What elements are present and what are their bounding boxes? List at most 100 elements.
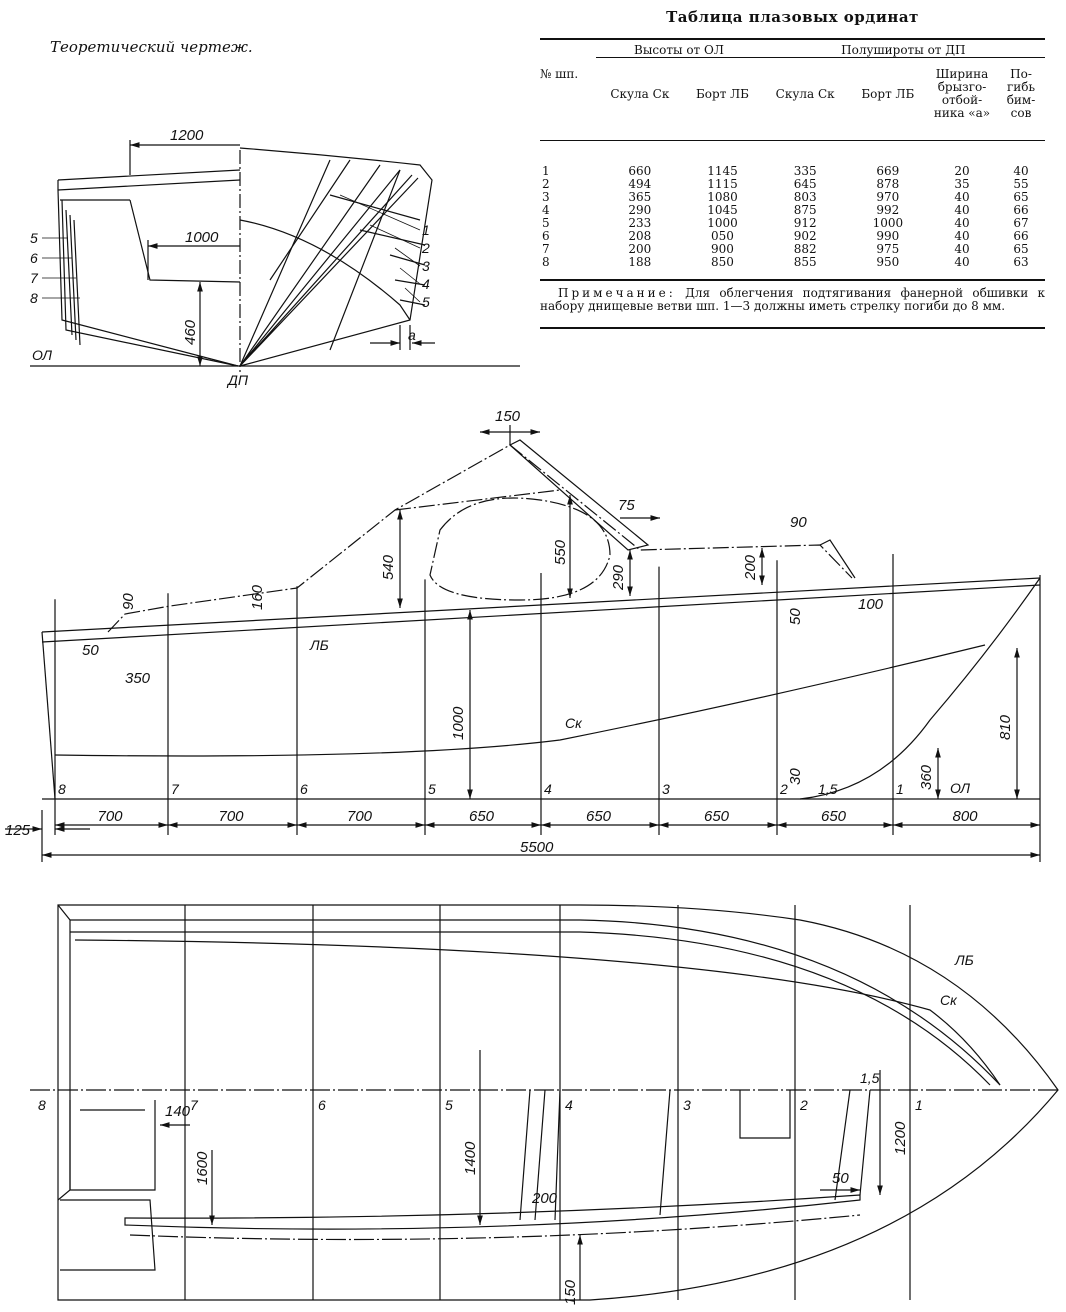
offsets-table-block: Таблица плазовых ординат Высоты от ОЛ По… <box>540 8 1045 329</box>
table-cell: 4 <box>542 203 550 217</box>
label-lb: ЛБ <box>954 952 974 968</box>
spacing-label: 700 <box>219 808 245 825</box>
station-label: 3 <box>683 1097 691 1113</box>
label-dp: ДП <box>226 372 249 388</box>
table-cell: 290 <box>628 203 652 217</box>
label-lb: ЛБ <box>309 637 329 653</box>
dim-1600: 1600 <box>194 1151 211 1185</box>
table-cell: 855 <box>793 255 817 269</box>
table-cell: 1115 <box>707 177 738 191</box>
table-cell: 188 <box>628 255 652 269</box>
table-cell: 66 <box>1013 203 1029 217</box>
table-cell: 7 <box>542 242 550 256</box>
table-cell: 1 <box>540 140 597 178</box>
table-cell: 20 <box>927 140 997 178</box>
station-label: 4 <box>422 276 430 292</box>
dim-75: 75 <box>618 497 635 514</box>
dim-total-length: 5500 <box>520 839 554 856</box>
dim-1400: 1400 <box>462 1141 479 1175</box>
col-header: Ширина брызго-отбой-ника «а» <box>933 67 991 120</box>
table-cell: 1145 <box>683 140 762 178</box>
table-cell: 365 <box>628 190 652 204</box>
spacing-label: 700 <box>347 808 373 825</box>
station-label: 1 <box>915 1097 923 1113</box>
profile-view <box>5 425 1041 862</box>
table-cell: 902 <box>793 229 817 243</box>
table-cell: 494 <box>628 177 652 191</box>
note-text: Для облегчения подтягивания фанерной обш… <box>540 286 1045 313</box>
dim-290: 290 <box>610 564 627 591</box>
table-cell: 40 <box>954 190 970 204</box>
group-halfwidths: Полушироты от ДП <box>761 38 1045 58</box>
table-cell: 1000 <box>872 216 904 230</box>
table-cell: 35 <box>954 177 970 191</box>
table-cell: 65 <box>1013 242 1029 256</box>
table-cell: 208 <box>628 229 652 243</box>
drawing-title: Теоретический чертеж. <box>50 38 253 56</box>
table-cell: 970 <box>876 190 900 204</box>
label-ol: ОЛ <box>950 780 970 796</box>
station-label: 8 <box>30 290 38 306</box>
col-header: Борт ЛБ <box>695 86 749 101</box>
table-cell: 40 <box>997 140 1045 178</box>
station-label: 2 <box>779 781 788 797</box>
dim-1200: 1200 <box>892 1121 909 1155</box>
table-cell: 669 <box>848 140 927 178</box>
spacing-label: 650 <box>821 808 847 825</box>
station-label: 5 <box>30 230 38 246</box>
table-note: Примечание: Для облегчения подтягивания … <box>540 279 1045 329</box>
table-cell: 645 <box>793 177 817 191</box>
station-label: 6 <box>300 781 308 797</box>
dim-140: 140 <box>165 1103 191 1120</box>
table-cell: 5 <box>542 216 550 230</box>
table-cell: 2 <box>542 177 550 191</box>
table-cell: 803 <box>793 190 817 204</box>
table-cell: 8 <box>542 255 550 269</box>
dim-160: 160 <box>249 584 266 610</box>
dim-50: 50 <box>787 608 804 625</box>
station-label: 2 <box>799 1097 808 1113</box>
col-header: № шп. <box>540 66 579 81</box>
body-plan <box>30 140 520 372</box>
station-label: 6 <box>30 250 38 266</box>
note-label: Примечание: <box>558 286 676 300</box>
dim-550: 550 <box>552 539 569 565</box>
station-label: 1 <box>422 222 430 238</box>
label-ol: ОЛ <box>32 347 52 363</box>
dim-810: 810 <box>997 714 1014 740</box>
dim-150: 150 <box>562 1279 579 1305</box>
group-heights: Высоты от ОЛ <box>596 38 762 58</box>
station-label: 1,5 <box>818 781 838 797</box>
station-label: 7 <box>171 781 180 797</box>
table-cell: 40 <box>954 255 970 269</box>
station-label: 4 <box>544 781 552 797</box>
table-cell: 912 <box>793 216 817 230</box>
dim-200: 200 <box>531 1190 558 1207</box>
table-cell: 992 <box>876 203 900 217</box>
dim-90: 90 <box>120 593 137 610</box>
col-header: Борт ЛБ <box>861 86 915 101</box>
table-cell: 875 <box>793 203 817 217</box>
table-cell: 850 <box>711 255 734 269</box>
table-cell: 40 <box>954 216 970 230</box>
dim-350: 350 <box>125 670 151 687</box>
table-cell: 65 <box>1013 190 1029 204</box>
station-label: 5 <box>428 781 436 797</box>
dim-460: 460 <box>182 319 199 345</box>
table-cell: 55 <box>1013 177 1029 191</box>
station-label: 8 <box>38 1097 46 1113</box>
station-label: 2 <box>421 240 430 256</box>
table-cell: 67 <box>1013 216 1029 230</box>
plan-view <box>30 904 1059 1301</box>
table-cell: 1045 <box>707 203 738 217</box>
table-cell: 40 <box>954 229 970 243</box>
spacing-label: 800 <box>953 808 979 825</box>
table-cell: 63 <box>1013 255 1029 269</box>
station-label: 3 <box>662 781 670 797</box>
dim-100: 100 <box>858 596 884 613</box>
